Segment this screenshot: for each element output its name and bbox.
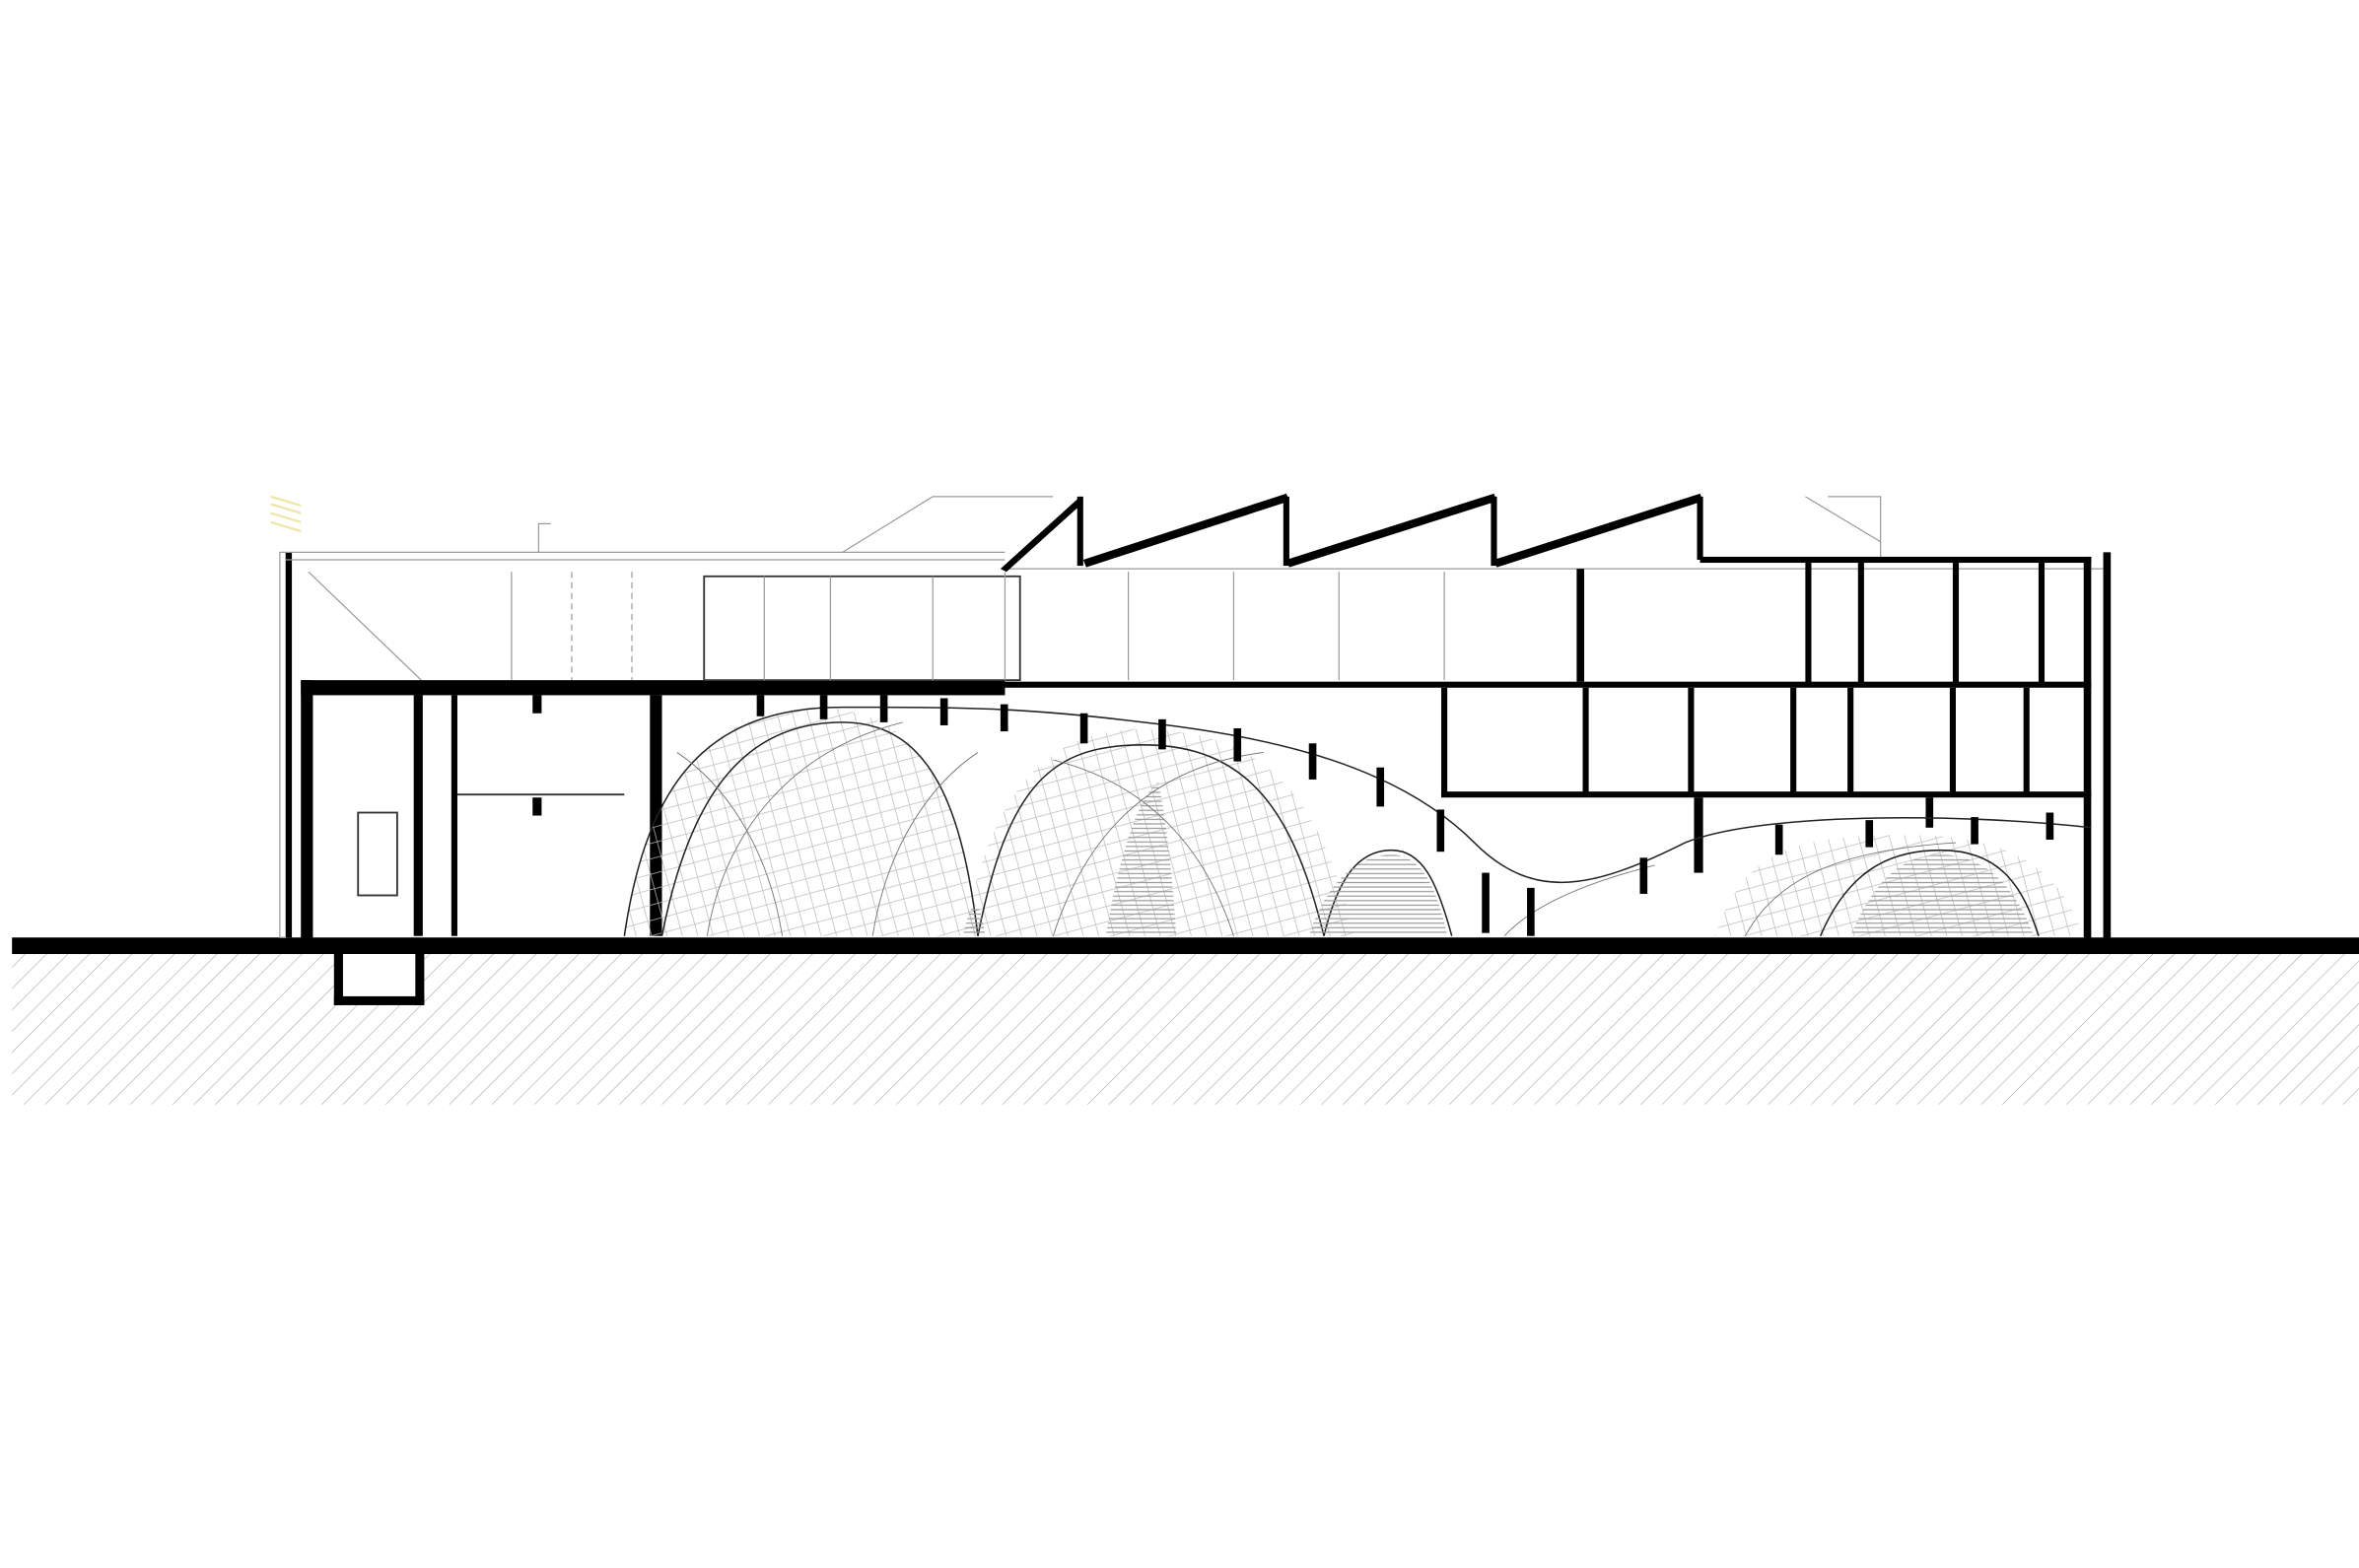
ground-slab bbox=[12, 937, 2359, 955]
left-wing bbox=[279, 496, 1882, 939]
mezzanine-glazing bbox=[703, 575, 1021, 682]
shell-upper-edge bbox=[623, 706, 2092, 936]
elevator-pit bbox=[333, 947, 425, 1005]
vaulted-shell bbox=[623, 695, 2092, 937]
sawtooth-roof bbox=[1000, 493, 2107, 682]
sun-marker-icon bbox=[270, 495, 302, 533]
right-wing-rooms bbox=[1005, 552, 2112, 939]
